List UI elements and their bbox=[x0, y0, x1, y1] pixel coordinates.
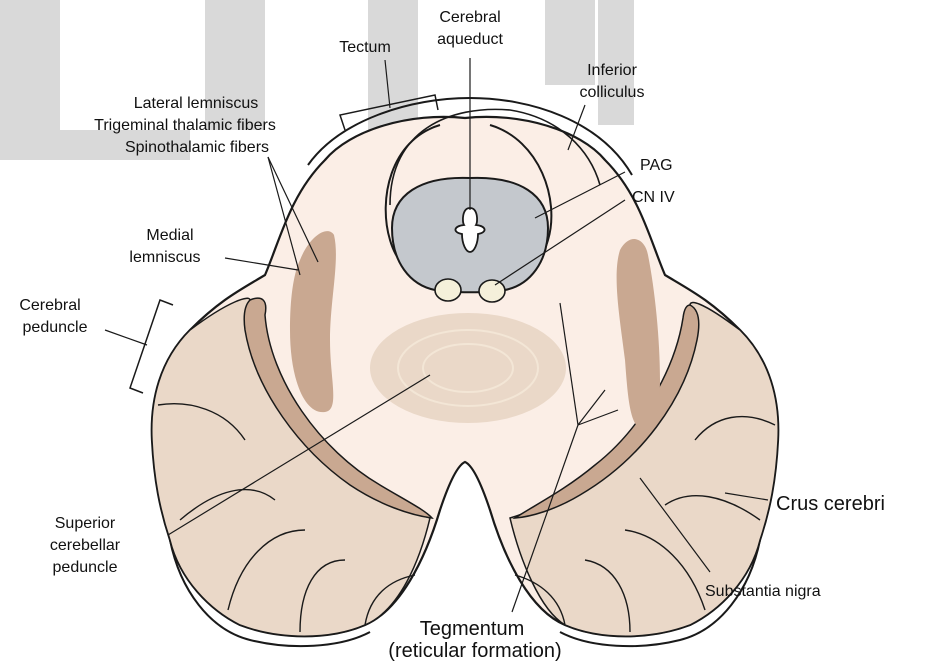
label-spinothalamic-fibers: Spinothalamic fibers bbox=[125, 139, 269, 156]
label-medial-lemniscus-1: Medial bbox=[146, 227, 193, 244]
label-trigeminal-thalamic-fibers: Trigeminal thalamic fibers bbox=[94, 117, 276, 134]
label-cerebral-aqueduct-1: Cerebral bbox=[439, 9, 500, 26]
label-cerebral-aqueduct-2: aqueduct bbox=[437, 31, 503, 48]
label-tectum: Tectum bbox=[339, 39, 391, 56]
label-superior-cerebellar-peduncle-3: peduncle bbox=[53, 559, 118, 576]
label-superior-cerebellar-peduncle-1: Superior bbox=[55, 515, 116, 532]
cn-iv-nucleus-right bbox=[479, 280, 505, 302]
label-cn-iv: CN IV bbox=[632, 189, 675, 206]
label-tegmentum-1: Tegmentum bbox=[420, 618, 525, 640]
label-pag: PAG bbox=[640, 157, 673, 174]
label-substantia-nigra: Substantia nigra bbox=[705, 583, 821, 600]
label-lateral-lemniscus: Lateral lemniscus bbox=[134, 95, 259, 112]
label-cerebral-peduncle-2: peduncle bbox=[23, 319, 88, 336]
cn-iv-nucleus-left bbox=[435, 279, 461, 301]
label-crus-cerebri: Crus cerebri bbox=[776, 493, 885, 515]
label-inferior-colliculus-1: Inferior bbox=[587, 62, 637, 79]
label-tegmentum-2: (reticular formation) bbox=[388, 640, 561, 662]
label-superior-cerebellar-peduncle-2: cerebellar bbox=[50, 537, 121, 554]
label-inferior-colliculus-2: colliculus bbox=[580, 84, 645, 101]
label-cerebral-peduncle-1: Cerebral bbox=[19, 297, 80, 314]
label-medial-lemniscus-2: lemniscus bbox=[129, 249, 200, 266]
